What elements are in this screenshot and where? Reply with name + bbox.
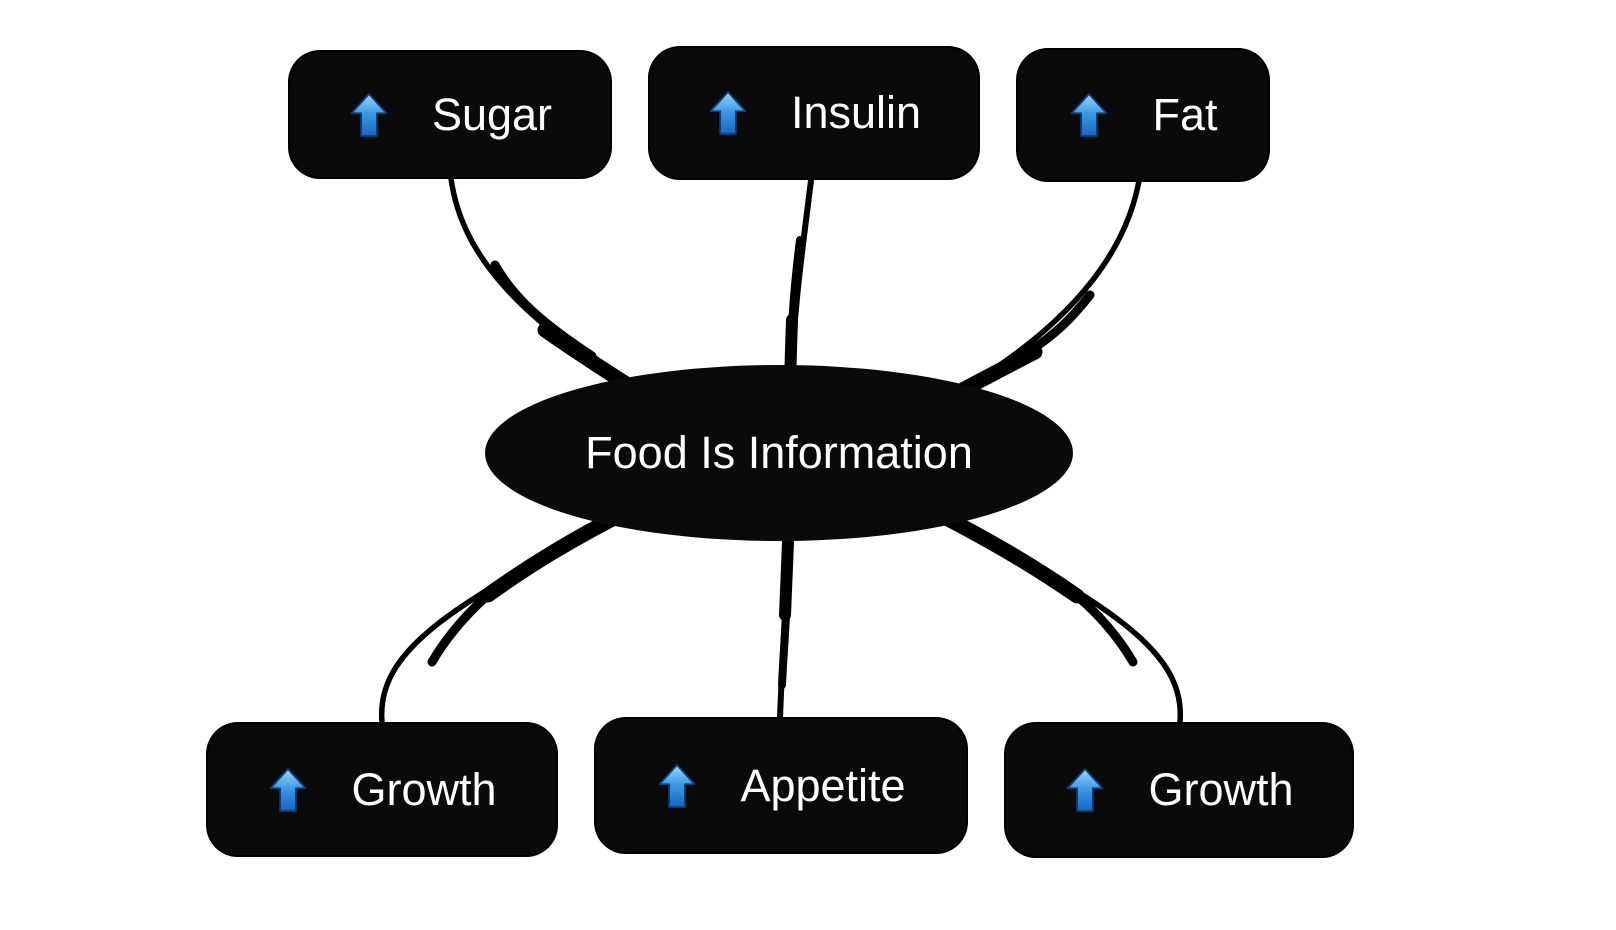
up-arrow-icon <box>659 763 696 808</box>
connector-fat <box>937 172 1143 405</box>
node-appetite[interactable]: Appetite <box>596 719 966 852</box>
node-fat[interactable]: Fat <box>1018 50 1268 180</box>
node-growth-left[interactable]: Growth <box>208 724 556 855</box>
center-node[interactable]: Food Is Information <box>485 365 1073 541</box>
up-arrow-icon <box>1071 93 1108 137</box>
node-label: Insulin <box>790 87 922 138</box>
node-label: Growth <box>1148 764 1294 815</box>
node-label: Fat <box>1152 89 1218 140</box>
up-arrow-icon <box>1067 768 1104 812</box>
connector-growth-right <box>922 504 1184 725</box>
up-arrow-icon <box>709 91 747 135</box>
center-node-label: Food Is Information <box>585 427 973 478</box>
up-arrow-icon <box>270 767 307 812</box>
connector-growth-left <box>378 504 643 725</box>
up-arrow-icon <box>350 92 388 137</box>
node-label: Sugar <box>431 88 553 140</box>
node-sugar[interactable]: Sugar <box>290 52 610 177</box>
node-growth-right[interactable]: Growth <box>1006 724 1352 856</box>
node-label: Growth <box>351 763 497 815</box>
connector-sugar <box>447 167 658 405</box>
node-insulin[interactable]: Insulin <box>650 48 978 178</box>
node-label: Appetite <box>740 759 906 811</box>
